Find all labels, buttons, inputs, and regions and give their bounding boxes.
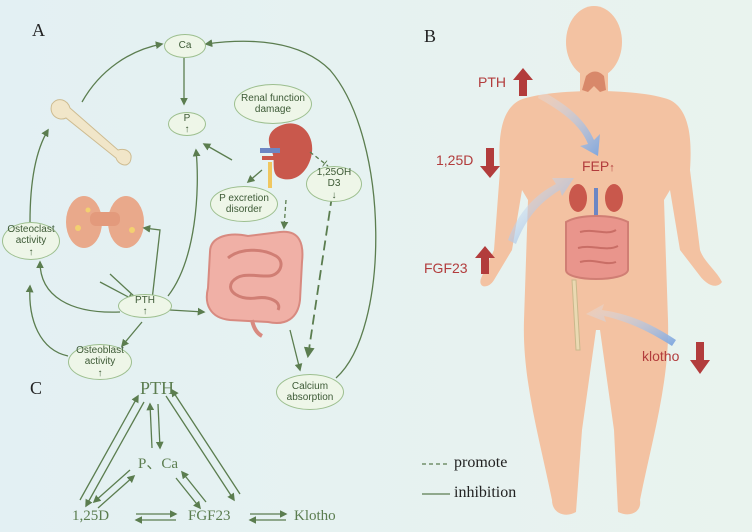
arrow-osteoclast-bone (29, 128, 49, 223)
node-p: P ↑ (168, 112, 206, 136)
arrow-kidney-d3 (309, 151, 329, 166)
up-icon: ↑ (97, 367, 103, 379)
label-pth: PTH (478, 74, 506, 90)
label-125d: 1,25D (436, 152, 474, 168)
up-icon: ↑ (28, 246, 34, 258)
label-fgf23: FGF23 (424, 260, 468, 276)
node-pth: PTH↑ (118, 294, 172, 318)
intestine-icon (205, 230, 304, 338)
thyroid-icon (66, 196, 144, 248)
c-node-klotho: Klotho (294, 508, 336, 524)
red-arrows (475, 68, 710, 374)
arrow-pth-intestine (169, 307, 206, 316)
arrow-pth-p (167, 148, 201, 297)
up-icon: ↑ (184, 124, 190, 135)
arrow-kidney-intestine (280, 199, 289, 230)
label-klotho: klotho (642, 348, 680, 364)
down-icon: ↓ (331, 189, 337, 201)
legend-inhibition: inhibition (454, 484, 517, 501)
up-icon: ↑ (142, 306, 148, 317)
panel-label-c: C (30, 378, 43, 398)
arrow-d3-calcium (303, 195, 333, 359)
arrow-bone-ca (81, 41, 164, 103)
c-node-125d: 1,25D (72, 508, 110, 524)
bone-icon (50, 99, 132, 166)
arrow-calcium-ca (204, 39, 377, 379)
arrow-intestine-calcium (289, 329, 303, 372)
arrow-osteoblast-osteoclast (25, 284, 69, 357)
c-node-p-ca: P、Ca (138, 456, 179, 472)
organs-icon (565, 71, 629, 351)
down-arrow-klotho (690, 342, 710, 374)
arrow-kidney-pexc (246, 169, 263, 184)
c-node-fgf23: FGF23 (188, 508, 231, 524)
up-arrow-fgf23 (475, 246, 495, 274)
kidney-icon (260, 123, 313, 188)
blue-arrows (508, 90, 676, 346)
arrow-pth-osteoclast (36, 260, 121, 313)
up-arrow-pth (513, 68, 533, 96)
arrow-pth-osteoblast (121, 321, 143, 348)
up-icon: ↑ (609, 162, 615, 174)
arrow-pth-thyroid-b (142, 224, 161, 301)
panel-label-b: B (424, 26, 437, 46)
panel-label-a: A (32, 20, 45, 40)
c-node-pth: PTH (140, 378, 175, 398)
label-fep: FEP↑ (582, 158, 615, 174)
node-ca: Ca (164, 34, 206, 58)
arrow-pexc-p (202, 143, 233, 161)
legend-promote: promote (454, 454, 508, 471)
down-arrow-125d (480, 148, 500, 178)
